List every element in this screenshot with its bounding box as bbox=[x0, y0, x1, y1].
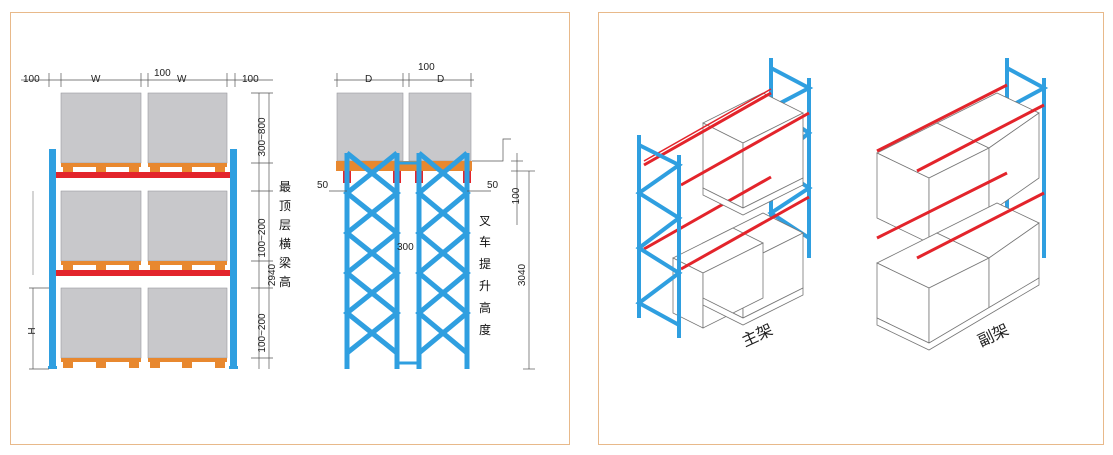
elevation-drawing-panel: 100 W 100 W 100 bbox=[10, 12, 570, 445]
front-dim-w2: W bbox=[177, 74, 187, 85]
beam-height-char: 层 bbox=[279, 218, 291, 232]
load-box bbox=[147, 190, 228, 262]
beam-height-char: 顶 bbox=[279, 199, 291, 213]
beam bbox=[51, 172, 236, 178]
side-dim-300: 300 bbox=[397, 242, 414, 253]
side-frame-right bbox=[415, 151, 471, 369]
front-dim-2940: 2940 bbox=[267, 263, 278, 286]
beam-height-char: 横 bbox=[279, 237, 291, 251]
isometric-racks: 主架 副架 bbox=[635, 58, 1049, 351]
load-box bbox=[336, 92, 404, 162]
front-dim-left-100: 100 bbox=[23, 74, 40, 85]
lift-height-char: 升 bbox=[479, 279, 491, 293]
pallet bbox=[336, 161, 472, 171]
front-view: 100 W 100 W 100 bbox=[21, 68, 291, 370]
load-box bbox=[60, 190, 142, 262]
main-rack: 主架 bbox=[635, 58, 814, 351]
front-dim-right-100: 100 bbox=[242, 74, 259, 85]
sub-rack: 副架 bbox=[876, 58, 1049, 351]
front-dim-100-200-upper: 100~200 bbox=[257, 218, 268, 258]
side-dim-mid-100: 100 bbox=[418, 62, 435, 73]
pallets bbox=[61, 163, 227, 368]
beam bbox=[51, 270, 236, 276]
isometric-rack-panel: 主架 副架 bbox=[598, 12, 1104, 445]
frame-spacers bbox=[397, 161, 419, 365]
load-box bbox=[60, 92, 142, 164]
lift-height-char: 度 bbox=[479, 322, 491, 337]
front-dim-300-800: 300~800 bbox=[257, 117, 268, 157]
load-box bbox=[147, 92, 228, 164]
side-dim-gap-100: 100 bbox=[511, 187, 522, 204]
side-dim-d2: D bbox=[437, 74, 444, 85]
front-dim-mid-100: 100 bbox=[154, 68, 171, 79]
load-box bbox=[408, 92, 472, 162]
front-dim-h: H bbox=[27, 327, 38, 334]
beam-height-char: 高 bbox=[279, 274, 291, 289]
side-frame-left bbox=[342, 151, 402, 369]
load-box bbox=[147, 287, 228, 359]
beam-height-char: 梁 bbox=[279, 255, 291, 270]
front-dim-100-200-lower: 100~200 bbox=[257, 313, 268, 353]
upright bbox=[230, 149, 237, 369]
upright bbox=[49, 149, 56, 369]
lift-height-char: 提 bbox=[479, 256, 491, 271]
lift-height-char: 车 bbox=[479, 234, 491, 249]
elevation-drawing: 100 W 100 W 100 bbox=[21, 62, 535, 370]
side-dim-3040: 3040 bbox=[517, 263, 528, 286]
side-dim-d1: D bbox=[365, 74, 372, 85]
front-dim-w1: W bbox=[91, 74, 101, 85]
lift-height-char: 叉 bbox=[479, 214, 491, 228]
side-dim-right-50: 50 bbox=[487, 180, 499, 191]
beam-height-char: 最 bbox=[279, 180, 291, 194]
load-box bbox=[60, 287, 142, 359]
sub-rack-caption: 副架 bbox=[975, 320, 1012, 351]
lift-height-char: 高 bbox=[479, 300, 491, 315]
side-dim-left-50: 50 bbox=[317, 180, 329, 191]
side-view: D 100 D 50 bbox=[317, 62, 535, 370]
